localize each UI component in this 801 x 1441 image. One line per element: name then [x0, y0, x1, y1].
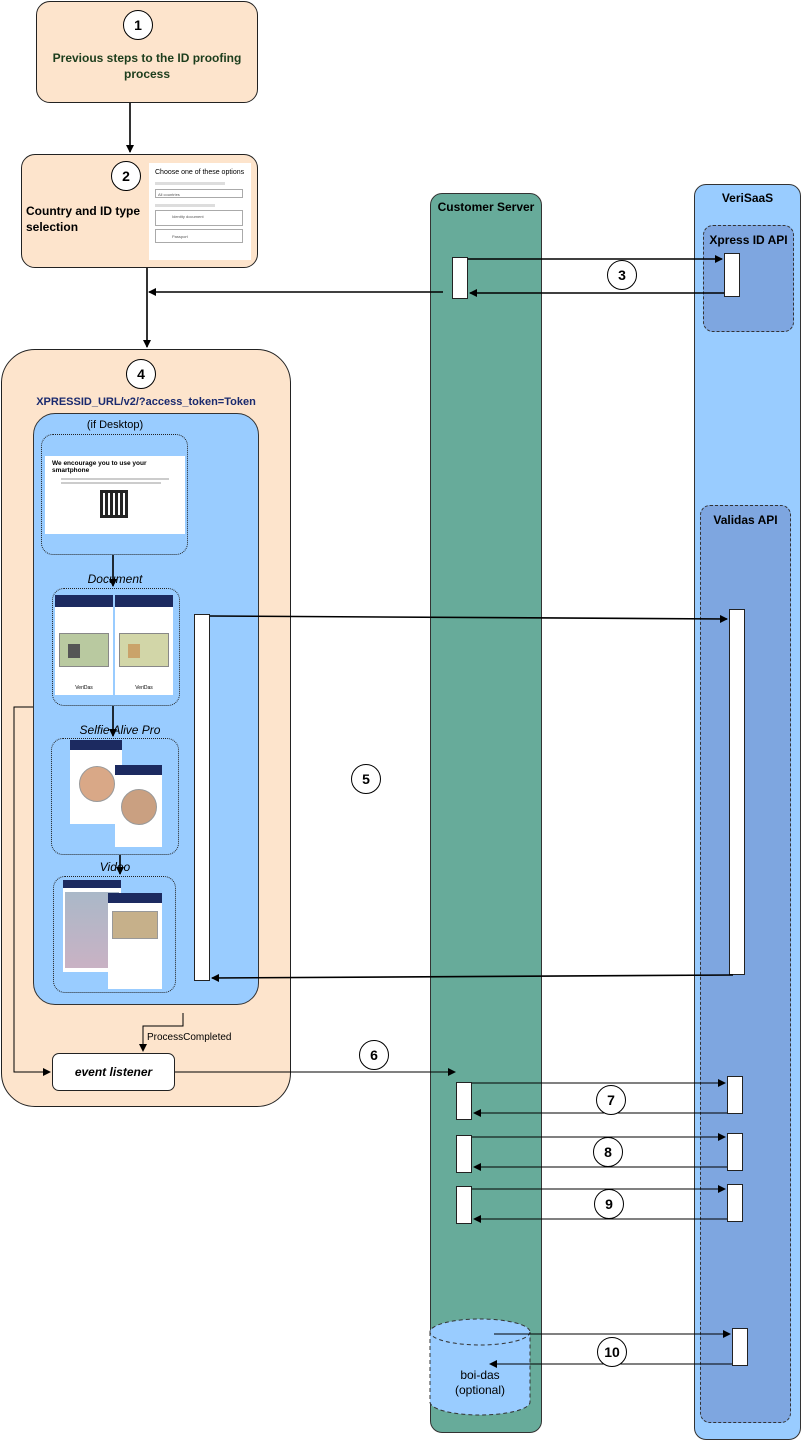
step-5-badge: 5 [351, 764, 381, 794]
activation-bar-api-10 [732, 1328, 748, 1366]
selfie-screen-2-header [115, 765, 162, 775]
preview-option-1: Identity document [155, 210, 243, 226]
step-2-box: 2 Country and ID type selection Choose o… [21, 154, 258, 268]
video-screen-2 [108, 893, 162, 989]
activation-bar-cs-1 [452, 257, 468, 299]
video-frame [53, 876, 176, 993]
step-2-badge: 2 [111, 161, 141, 191]
selfie-screen-1 [70, 740, 122, 824]
desktop-card-title: We encourage you to use your smartphone [52, 460, 147, 474]
step-8-badge: 8 [593, 1137, 623, 1167]
video-screen-1-header [63, 880, 121, 888]
step-10-badge: 10 [597, 1337, 627, 1367]
id-card-image-1 [59, 633, 109, 667]
selfie-frame [51, 738, 179, 855]
database-label: boi-das (optional) [454, 1368, 506, 1397]
document-frame [52, 588, 180, 706]
step-3-badge: 3 [607, 260, 637, 290]
activation-bar-api-9 [727, 1184, 743, 1222]
activation-bar-cs-8 [456, 1135, 472, 1173]
preview-select-text: All countries [158, 192, 180, 197]
process-completed-label: ProcessCompleted [147, 1032, 232, 1043]
database-cylinder [429, 1318, 531, 1416]
selfie-label: Selfie Alive Pro [79, 723, 161, 737]
id-card-photo-1 [68, 644, 80, 658]
desktop-card: We encourage you to use your smartphone [45, 456, 185, 534]
step-2-preview: Choose one of these options All countrie… [149, 163, 251, 260]
desktop-label: (if Desktop) [86, 419, 144, 431]
xpress-id-api-title: Xpress ID API [709, 233, 788, 247]
preview-title: Choose one of these options [155, 169, 245, 176]
event-listener-box: event listener [52, 1053, 175, 1091]
document-screen-1-header [55, 595, 113, 607]
customer-server-lane: Customer Server [430, 193, 542, 1433]
desktop-card-line-1 [61, 478, 169, 480]
step-4-badge: 4 [126, 359, 156, 389]
document-caption-1: VeriDas [75, 685, 93, 691]
document-screen-1: VeriDas [55, 595, 113, 695]
customer-server-title: Customer Server [437, 200, 535, 214]
activation-bar-cs-7 [456, 1082, 472, 1120]
preview-option-2-text: Passport [172, 234, 188, 239]
selfie-screen-1-header [70, 740, 122, 750]
step-1-label: Previous steps to the ID proofing proces… [52, 51, 242, 81]
preview-select: All countries [155, 189, 243, 198]
video-doc-image [112, 911, 158, 939]
selfie-face-1 [79, 766, 115, 802]
preview-option-2: Passport [155, 229, 243, 243]
activation-bar-sdk [194, 614, 210, 981]
step-9-badge: 9 [594, 1189, 624, 1219]
validas-api-box: Validas API [700, 505, 791, 1423]
preview-option-1-text: Identity document [172, 214, 204, 219]
activation-bar-validas [729, 609, 745, 975]
document-screen-2-header [115, 595, 173, 607]
preview-line-2 [155, 204, 215, 207]
step-1-box: 1 Previous steps to the ID proofing proc… [36, 1, 258, 103]
id-card-photo-2 [128, 644, 140, 658]
verisaas-title: VeriSaaS [721, 191, 774, 205]
document-caption-2: VeriDas [135, 685, 153, 691]
activation-bar-api-7 [727, 1076, 743, 1114]
validas-api-title: Validas API [713, 513, 778, 527]
step-2-label: Country and ID type selection [26, 204, 141, 234]
activation-bar-api-8 [727, 1133, 743, 1171]
xpress-id-api-box: Xpress ID API [703, 225, 794, 332]
desktop-frame [41, 434, 188, 555]
activation-bar-cs-9 [456, 1186, 472, 1224]
document-screen-2: VeriDas [115, 595, 173, 695]
selfie-face-2 [121, 789, 157, 825]
step-1-badge: 1 [123, 10, 153, 40]
id-card-image-2 [119, 633, 169, 667]
qr-code [100, 490, 128, 518]
preview-line-1 [155, 182, 225, 185]
step-7-badge: 7 [596, 1085, 626, 1115]
activation-bar-api-1 [724, 253, 740, 297]
step-4-url: XPRESSID_URL/v2/?access_token=Token [36, 396, 256, 408]
step-6-badge: 6 [359, 1040, 389, 1070]
desktop-card-line-2 [61, 482, 161, 484]
video-screen-2-header [108, 893, 162, 903]
selfie-screen-2 [115, 765, 162, 847]
